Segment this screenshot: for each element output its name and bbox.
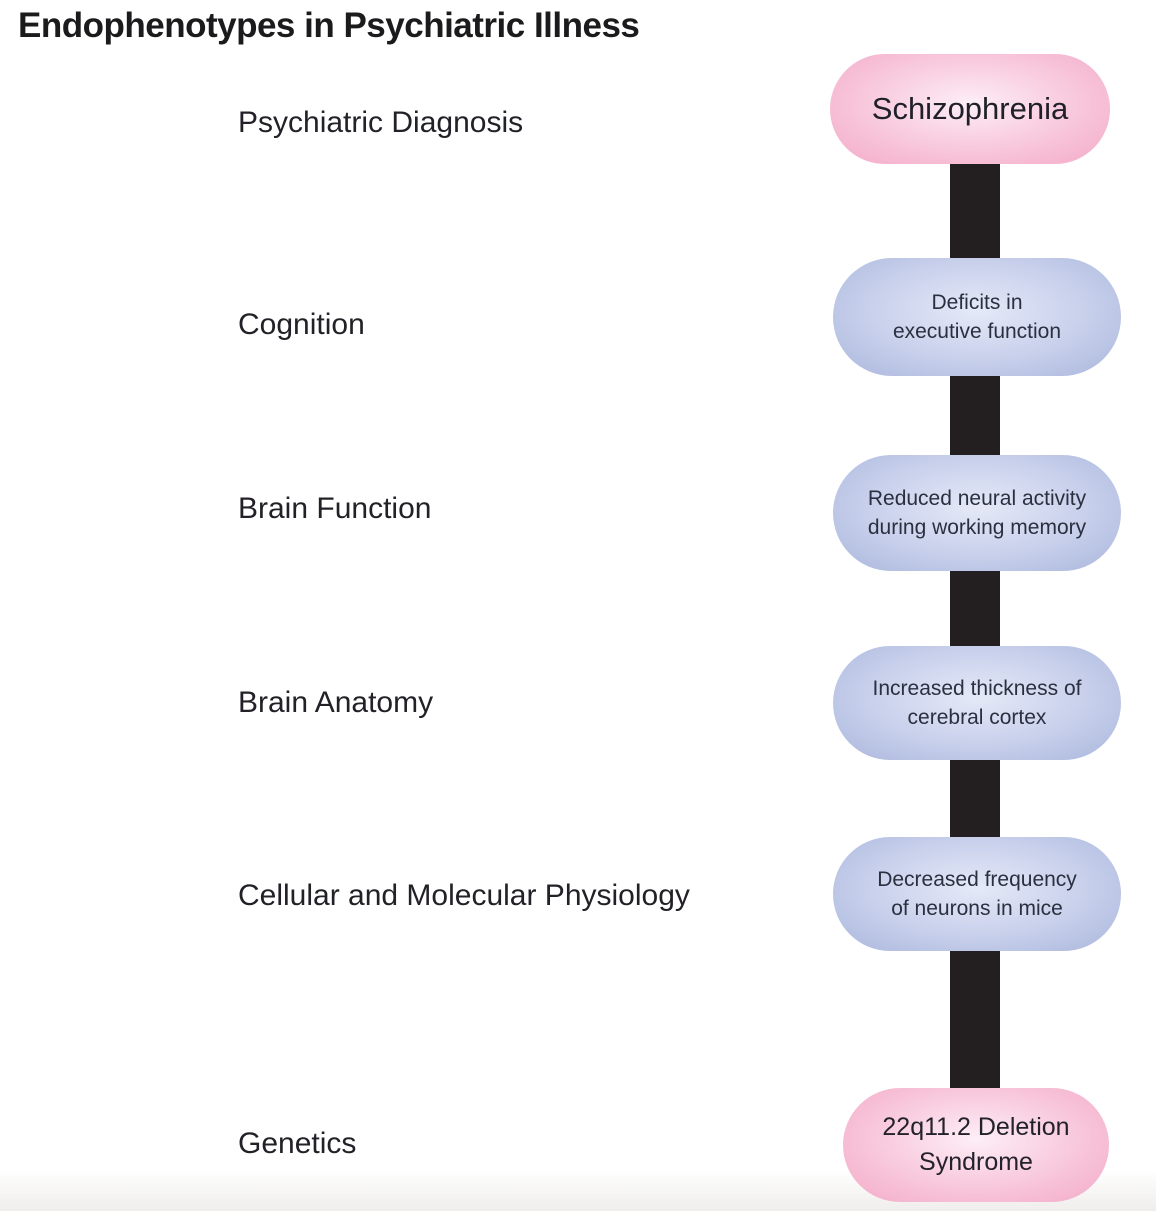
node-decreased-neuron-frequency: Decreased frequency of neurons in mice — [833, 837, 1121, 951]
node-text-line: Reduced neural activity — [867, 486, 1087, 510]
node-deficits-executive-function: Deficits in executive function — [833, 258, 1121, 376]
node-text-line: cerebral cortex — [907, 706, 1047, 729]
node-text-line: of neurons in mice — [891, 897, 1063, 920]
node-schizophrenia: Schizophrenia — [830, 54, 1110, 164]
node-text-line: executive function — [892, 320, 1062, 343]
label-psychiatric-diagnosis: Psychiatric Diagnosis — [238, 106, 524, 139]
node-text-line: Syndrome — [919, 1148, 1033, 1176]
node-text-line: Deficits in — [931, 290, 1023, 314]
node-22q11-deletion-syndrome: 22q11.2 Deletion Syndrome — [843, 1088, 1109, 1202]
label-cognition: Cognition — [238, 308, 365, 341]
label-brain-anatomy: Brain Anatomy — [238, 686, 434, 719]
node-text-line: during working memory — [867, 516, 1087, 539]
node-increased-cortex-thickness: Increased thickness of cerebral cortex — [833, 646, 1121, 760]
node-text-line: Schizophrenia — [871, 91, 1069, 127]
label-genetics: Genetics — [238, 1127, 357, 1160]
node-text-line: Decreased frequency — [877, 867, 1077, 891]
node-text-line: 22q11.2 Deletion — [882, 1113, 1070, 1141]
label-brain-function: Brain Function — [238, 492, 432, 525]
diagram-title: Endophenotypes in Psychiatric Illness — [18, 6, 640, 45]
node-reduced-neural-activity: Reduced neural activity during working m… — [833, 455, 1121, 571]
node-text-line: Increased thickness of — [872, 676, 1082, 700]
label-cellular-molecular-physiology: Cellular and Molecular Physiology — [238, 879, 690, 912]
